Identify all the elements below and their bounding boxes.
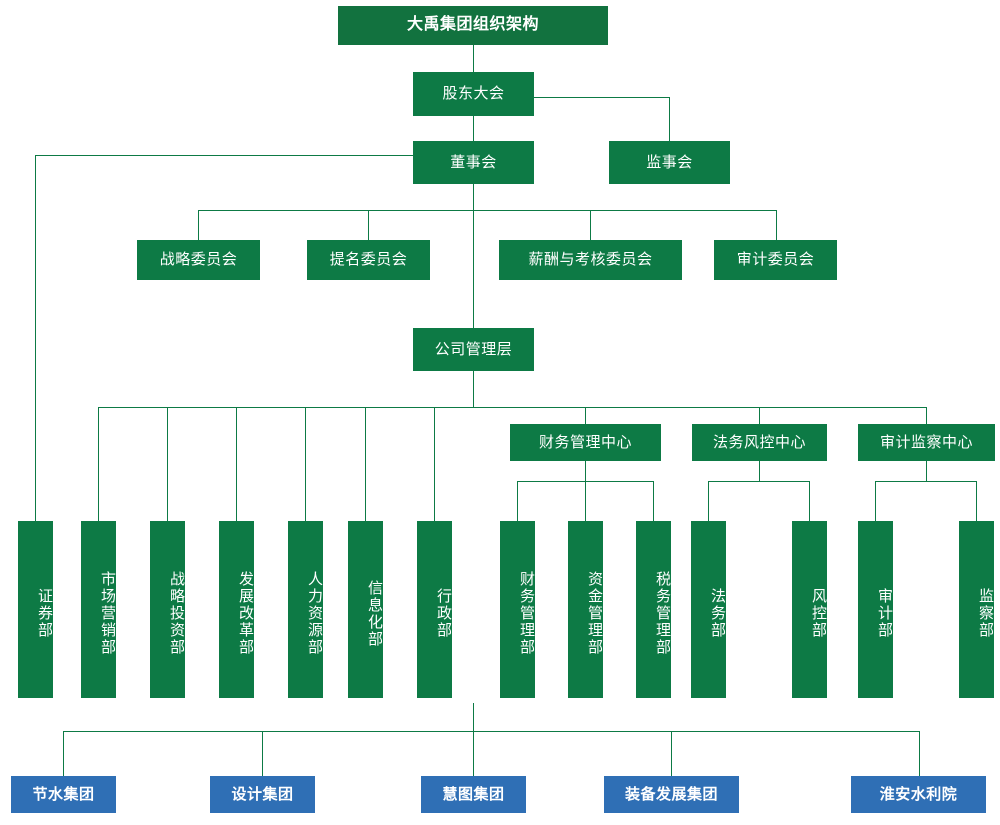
- connector-committee-3: [590, 210, 591, 240]
- node-dept-marketing[interactable]: 市场营销部: [81, 521, 116, 698]
- connector-audit-down: [926, 461, 927, 481]
- connector-center-drop-2: [759, 407, 760, 424]
- connector-finance-down: [585, 461, 586, 481]
- connector-shareholders-supervisors-v: [669, 97, 670, 142]
- connector-subsidiary-down: [473, 703, 474, 731]
- connector-center-drop-1: [585, 407, 586, 424]
- node-dept-risk-control[interactable]: 风控部: [792, 521, 827, 698]
- connector-committee-bus: [198, 210, 776, 211]
- node-dept-strategic-investment[interactable]: 战略投资部: [150, 521, 185, 698]
- node-dept-securities[interactable]: 证券部: [18, 521, 53, 698]
- connector-committee-4: [776, 210, 777, 240]
- connector-board-management: [473, 210, 474, 328]
- node-committee-audit[interactable]: 审计委员会: [714, 240, 837, 280]
- connector-committee-1: [198, 210, 199, 240]
- connector-finance-3: [653, 481, 654, 521]
- node-committee-nomination[interactable]: 提名委员会: [307, 240, 430, 280]
- connector-finance-2: [585, 481, 586, 521]
- connector-dept-drop-1: [98, 407, 99, 521]
- connector-board-down: [473, 184, 474, 210]
- node-root[interactable]: 大禹集团组织架构: [338, 6, 608, 45]
- connector-sub-4: [671, 731, 672, 776]
- node-dept-legal-affairs[interactable]: 法务部: [691, 521, 726, 698]
- node-dept-administration[interactable]: 行政部: [417, 521, 452, 698]
- connector-subsidiary-bus: [63, 731, 919, 732]
- connector-legal-bus: [708, 481, 810, 482]
- node-dept-fund-management[interactable]: 资金管理部: [568, 521, 603, 698]
- node-dept-tax-management[interactable]: 税务管理部: [636, 521, 671, 698]
- connector-management-down: [473, 371, 474, 407]
- node-committee-compensation-assessment[interactable]: 薪酬与考核委员会: [499, 240, 682, 280]
- connector-center-drop-3: [926, 407, 927, 424]
- node-dept-finance-management[interactable]: 财务管理部: [500, 521, 535, 698]
- connector-board-left-h: [35, 155, 414, 156]
- connector-legal-2: [809, 481, 810, 521]
- node-center-audit-supervision[interactable]: 审计监察中心: [858, 424, 995, 461]
- connector-audit-bus: [875, 481, 977, 482]
- connector-legal-down: [759, 461, 760, 481]
- connector-audit-1: [875, 481, 876, 521]
- node-board-of-supervisors[interactable]: 监事会: [609, 141, 730, 184]
- node-board-of-directors[interactable]: 董事会: [413, 141, 534, 184]
- connector-shareholders-supervisors-h: [533, 97, 670, 98]
- node-dept-informatization[interactable]: 信息化部: [348, 521, 383, 698]
- node-subsidiary-equipment-development-group[interactable]: 装备发展集团: [604, 776, 739, 813]
- node-subsidiary-water-saving-group[interactable]: 节水集团: [11, 776, 116, 813]
- connector-sub-2: [262, 731, 263, 776]
- node-committee-strategy[interactable]: 战略委员会: [137, 240, 260, 280]
- node-subsidiary-huitu-group[interactable]: 慧图集团: [421, 776, 526, 813]
- node-shareholders-meeting[interactable]: 股东大会: [413, 72, 534, 116]
- connector-sub-1: [63, 731, 64, 776]
- connector-audit-2: [976, 481, 977, 521]
- connector-sub-5: [919, 731, 920, 776]
- node-dept-development-reform[interactable]: 发展改革部: [219, 521, 254, 698]
- connector-main-bus: [98, 407, 927, 408]
- connector-dept-drop-3: [236, 407, 237, 521]
- node-dept-audit[interactable]: 审计部: [858, 521, 893, 698]
- node-subsidiary-design-group[interactable]: 设计集团: [210, 776, 315, 813]
- connector-finance-1: [517, 481, 518, 521]
- node-company-management[interactable]: 公司管理层: [413, 328, 534, 371]
- node-subsidiary-huaian-water-institute[interactable]: 淮安水利院: [851, 776, 986, 813]
- connector-dept-drop-2: [167, 407, 168, 521]
- node-center-finance[interactable]: 财务管理中心: [510, 424, 661, 461]
- connector-root-shareholders: [473, 45, 474, 72]
- connector-legal-1: [708, 481, 709, 521]
- connector-dept-drop-5: [365, 407, 366, 521]
- node-center-legal-risk[interactable]: 法务风控中心: [692, 424, 827, 461]
- connector-board-left-v: [35, 155, 36, 521]
- node-dept-supervision[interactable]: 监察部: [959, 521, 994, 698]
- connector-committee-2: [368, 210, 369, 240]
- connector-shareholders-board: [473, 116, 474, 142]
- connector-dept-drop-6: [434, 407, 435, 521]
- connector-dept-drop-4: [305, 407, 306, 521]
- node-dept-human-resources[interactable]: 人力资源部: [288, 521, 323, 698]
- connector-sub-3: [473, 731, 474, 776]
